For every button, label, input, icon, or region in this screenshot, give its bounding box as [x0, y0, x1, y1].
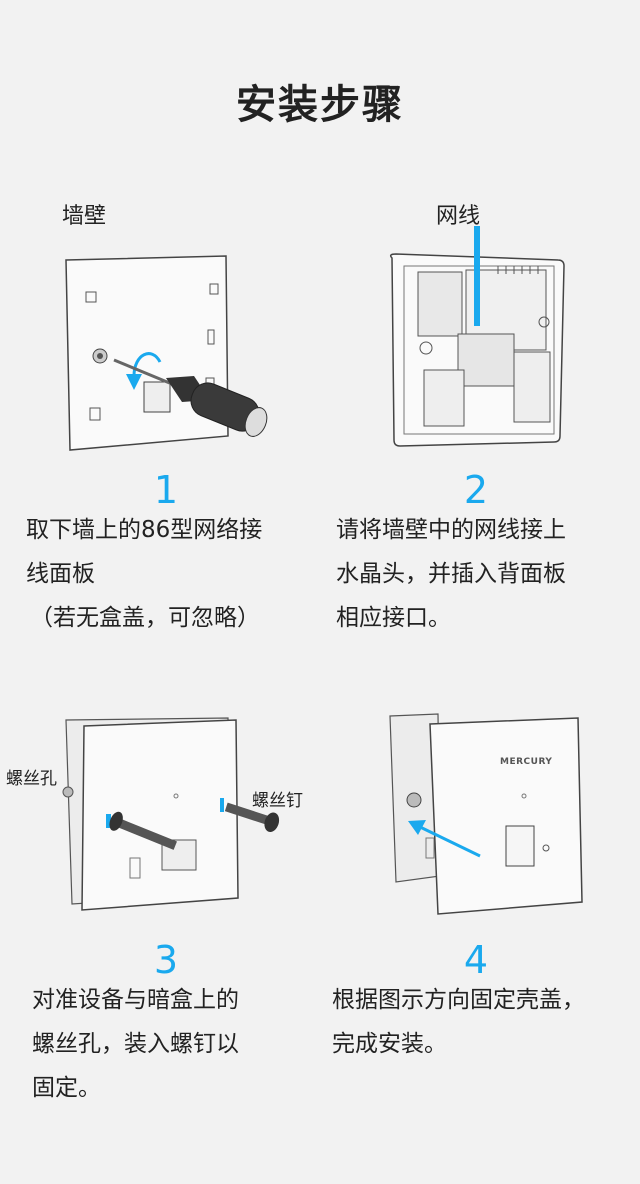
- step2-line-3: 相应接口。: [336, 605, 451, 631]
- step-number-2: 2: [463, 468, 489, 512]
- step3-line-1: 对准设备与暗盒上的: [32, 987, 239, 1013]
- step2-line-2: 水晶头，并插入背面板: [336, 561, 566, 587]
- step4-illustration: [389, 713, 583, 915]
- cable-label: 网线: [436, 204, 481, 229]
- screw-label: 螺丝钉: [252, 791, 303, 811]
- step3-line-3: 固定。: [32, 1075, 101, 1101]
- step-number-3: 3: [153, 938, 179, 982]
- step1-description: 取下墙上的86型网络接 线面板 （若无盒盖，可忽略）: [26, 508, 262, 640]
- step2-line-1: 请将墙壁中的网线接上: [336, 517, 566, 543]
- step1-line-1: 取下墙上的86型网络接: [26, 517, 263, 543]
- step2-illustration: [389, 226, 565, 447]
- step3-description: 对准设备与暗盒上的 螺丝孔，装入螺钉以 固定。: [32, 978, 239, 1110]
- wall-label: 墙壁: [62, 204, 107, 229]
- step1-illustration: [65, 255, 268, 451]
- step4-description: 根据图示方向固定壳盖， 完成安装。: [332, 978, 585, 1066]
- step1-line-3: （若无盒盖，可忽略）: [30, 605, 260, 631]
- step2-description: 请将墙壁中的网线接上 水晶头，并插入背面板 相应接口。: [336, 508, 566, 640]
- step1-line-2: 线面板: [26, 561, 95, 587]
- step4-line-1: 根据图示方向固定壳盖，: [332, 987, 585, 1013]
- screw-hole-label: 螺丝孔: [6, 769, 57, 789]
- step3-illustration: [62, 717, 280, 911]
- step3-line-2: 螺丝孔，装入螺钉以: [32, 1031, 239, 1057]
- brand-logo: MERCURY: [500, 757, 553, 767]
- step4-line-2: 完成安装。: [332, 1031, 447, 1057]
- step-number-1: 1: [153, 468, 179, 512]
- page-title: 安装步骤: [236, 82, 404, 128]
- step-number-4: 4: [463, 938, 489, 982]
